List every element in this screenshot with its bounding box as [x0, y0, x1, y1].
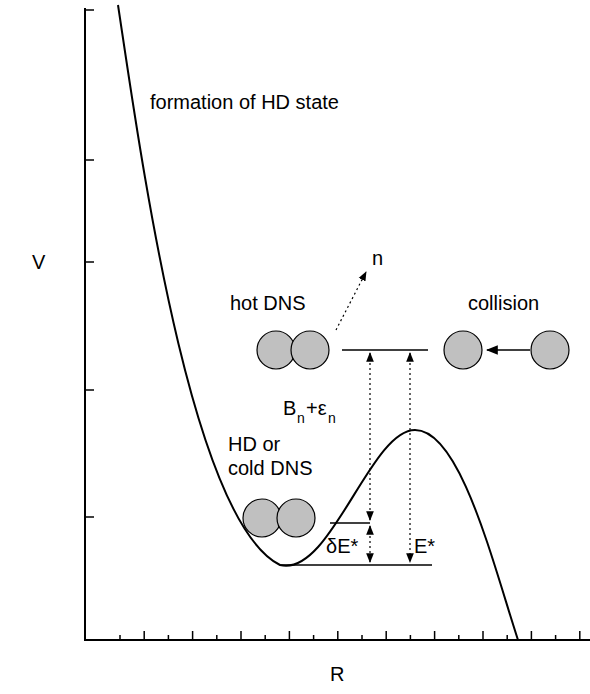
subscript: n [297, 410, 305, 426]
axes [84, 8, 590, 641]
energy-symbol: +ε [306, 396, 327, 420]
energy-symbol: δE* [326, 534, 358, 558]
state-label: HD or cold DNS [228, 432, 318, 480]
energy-symbol: E* [414, 534, 435, 558]
potential-curve [118, 5, 518, 640]
nuclei [243, 331, 569, 537]
title-label: formation of HD state [150, 90, 339, 114]
axis-label: R [330, 662, 344, 686]
energy-symbol: B [283, 396, 296, 420]
axis-label: V [32, 250, 45, 274]
subscript: n [328, 410, 336, 426]
particle-label: n [372, 246, 383, 270]
tick-marks [85, 10, 580, 640]
process-label: collision [468, 291, 539, 315]
state-label: hot DNS [230, 291, 306, 315]
energy-arrows [336, 272, 410, 562]
collision-arrow [487, 349, 530, 351]
